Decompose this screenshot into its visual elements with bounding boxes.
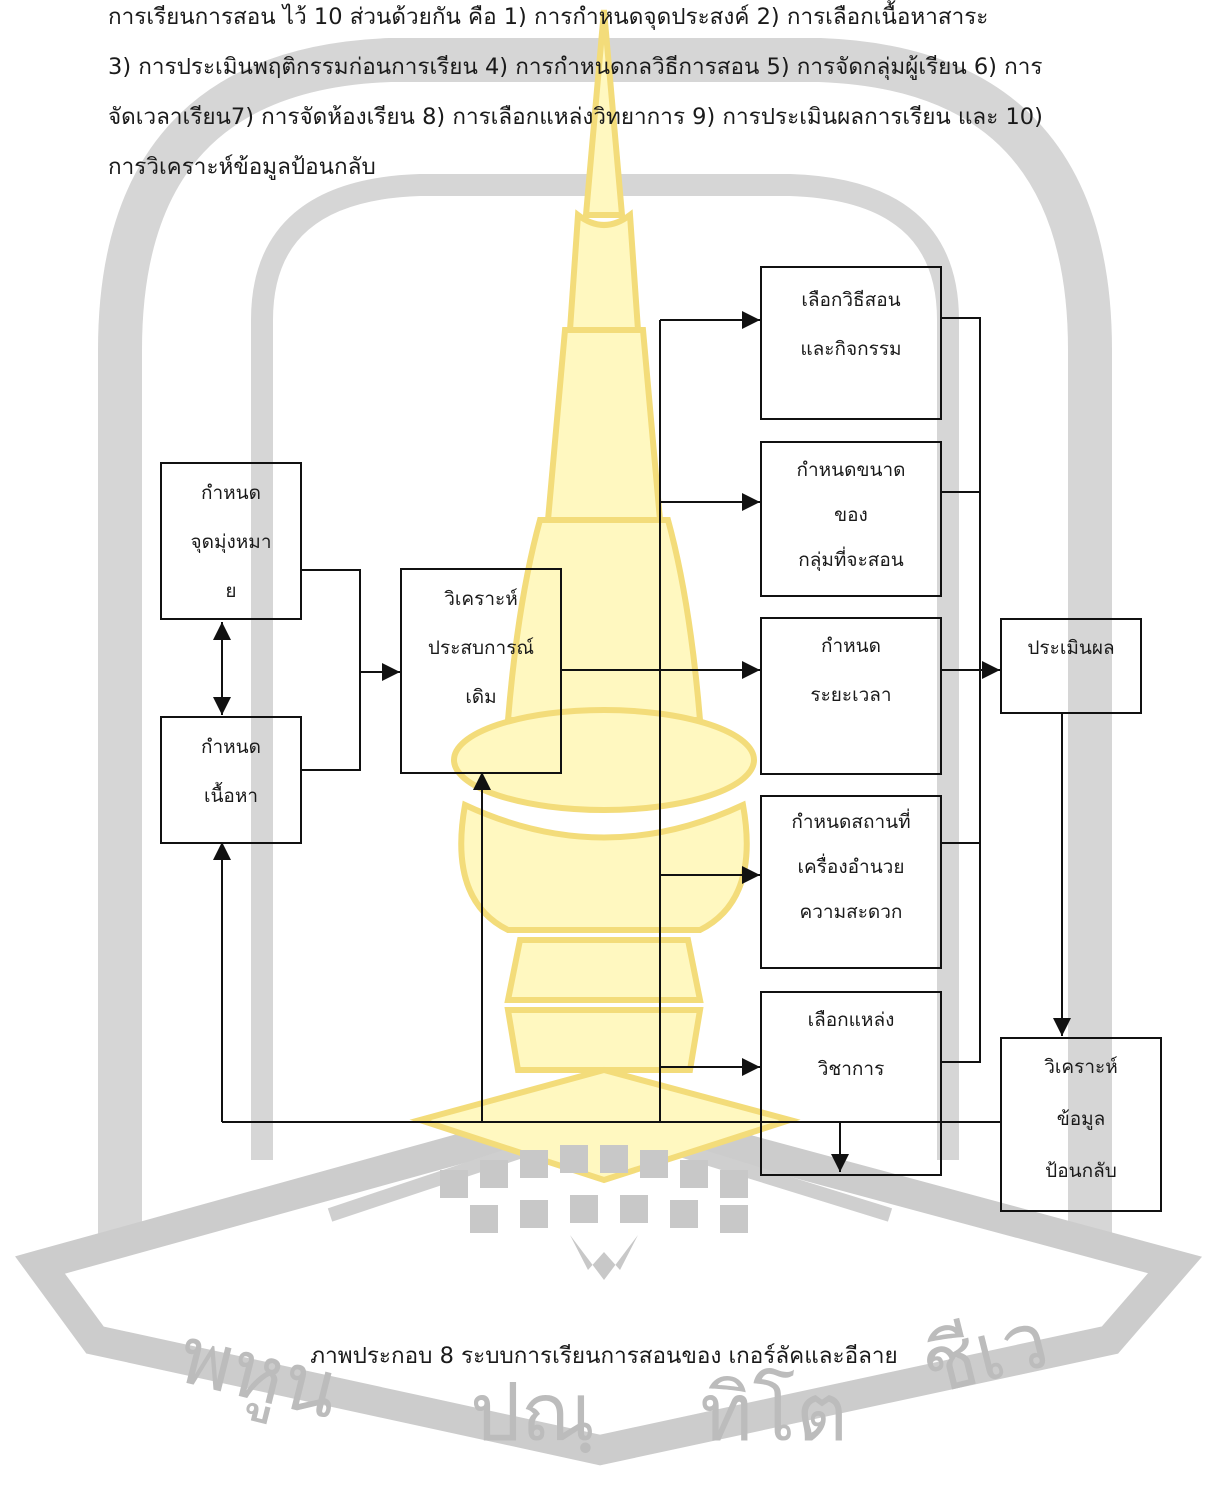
right-merge-line: [940, 317, 981, 1063]
svg-text:ปณฺ: ปณฺ: [470, 1366, 595, 1459]
intro-line-2: 3) การประเมินพฤติกรรมก่อนการเรียน 4) การ…: [108, 54, 1043, 80]
intro-line-1: การเรียนการสอน ไว้ 10 ส่วนด้วยกัน คือ 1)…: [108, 4, 989, 30]
time-box-line-2: ระยะเวลา: [810, 684, 892, 706]
evaluate-box-line-1: ประเมินผล: [1027, 637, 1115, 659]
method-box: เลือกวิธีสอน และกิจกรรม: [760, 266, 942, 420]
goal-box-line-2: จุดมุ่งหมา: [190, 531, 272, 553]
prior-box-line-2: ประสบการณ์: [427, 637, 535, 659]
resource-box-line-2: วิชาการ: [817, 1058, 885, 1080]
content-box-line-1: กำหนด: [200, 736, 262, 758]
place-box: กำหนดสถานที่ เครื่องอำนวย ความสะดวก: [760, 795, 942, 969]
goal-box-line-3: ย: [225, 580, 237, 602]
method-box-line-1: เลือกวิธีสอน: [801, 289, 901, 311]
resource-box-line-1: เลือกแหล่ง: [807, 1009, 895, 1031]
group-box-line-2: ของ: [834, 504, 868, 526]
prior-experience-box: วิเคราะห์ ประสบการณ์ เดิม: [400, 568, 562, 774]
place-box-line-1: กำหนดสถานที่: [791, 811, 911, 833]
feedback-box-line-1: วิเคราะห์: [1044, 1056, 1118, 1078]
prior-box-line-3: เดิม: [465, 686, 497, 708]
goal-merge-line: [302, 569, 361, 771]
svg-text:ทิโต: ทิโต: [700, 1366, 848, 1459]
goal-box-line-1: กำหนด: [200, 482, 262, 504]
intro-line-4: การวิเคราะห์ข้อมูลป้อนกลับ: [108, 154, 376, 180]
goal-box: กำหนด จุดมุ่งหมา ย: [160, 462, 302, 620]
method-box-line-2: และกิจกรรม: [800, 338, 902, 360]
intro-line-3: จัดเวลาเรียน7) การจัดห้องเรียน 8) การเลื…: [108, 104, 1043, 130]
figure-caption: ภาพประกอบ 8 ระบบการเรียนการสอนของ เกอร์ล…: [310, 1343, 898, 1369]
feedback-box-line-2: ข้อมูล: [1056, 1108, 1106, 1130]
prior-box-line-1: วิเคราะห์: [444, 588, 518, 610]
evaluate-box: ประเมินผล: [1000, 618, 1142, 714]
group-size-box: กำหนดขนาด ของ กลุ่มที่จะสอน: [760, 441, 942, 597]
content-box: กำหนด เนื้อหา: [160, 716, 302, 844]
place-box-line-2: เครื่องอำนวย: [797, 856, 905, 878]
content-box-line-2: เนื้อหา: [203, 785, 259, 807]
resource-box: เลือกแหล่ง วิชาการ: [760, 991, 942, 1176]
feedback-box-line-3: ป้อนกลับ: [1045, 1160, 1117, 1182]
time-box-line-1: กำหนด: [820, 635, 882, 657]
group-box-line-3: กลุ่มที่จะสอน: [798, 549, 904, 571]
group-box-line-1: กำหนดขนาด: [796, 459, 906, 481]
feedback-box: วิเคราะห์ ข้อมูล ป้อนกลับ: [1000, 1037, 1162, 1212]
time-box: กำหนด ระยะเวลา: [760, 617, 942, 775]
place-box-line-3: ความสะดวก: [799, 901, 903, 923]
